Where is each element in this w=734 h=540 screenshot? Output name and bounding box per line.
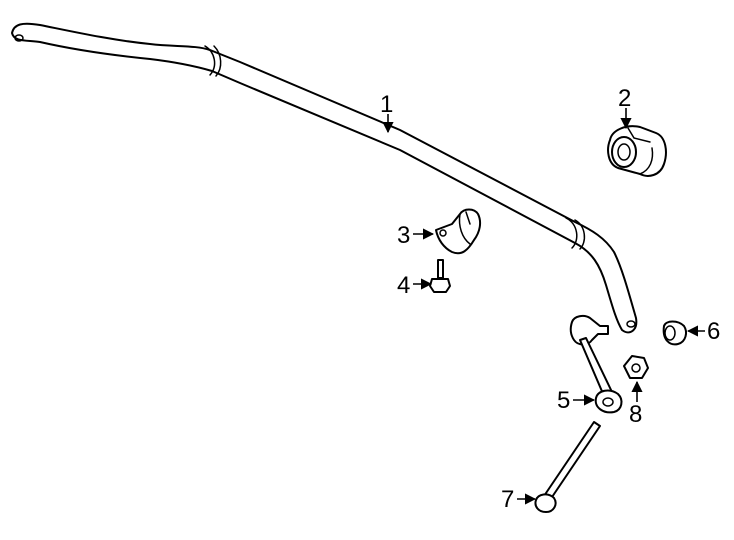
callout-8: 8 — [629, 380, 643, 428]
stabilizer-bar — [11, 22, 638, 334]
svg-text:7: 7 — [501, 486, 514, 513]
long-bolt — [534, 421, 601, 513]
callout-6: 6 — [686, 318, 720, 345]
link-nut — [662, 320, 687, 346]
stabilizer-link — [569, 314, 623, 414]
callout-1: 1 — [380, 91, 394, 134]
bushing-bracket — [435, 208, 482, 255]
svg-text:3: 3 — [397, 222, 410, 249]
callout-7: 7 — [501, 486, 537, 513]
svg-text:2: 2 — [618, 85, 631, 112]
svg-text:5: 5 — [557, 387, 570, 414]
callout-5: 5 — [557, 387, 596, 414]
callout-4: 4 — [397, 272, 433, 299]
bushing — [607, 125, 667, 177]
flange-nut — [623, 355, 649, 379]
svg-text:6: 6 — [707, 318, 720, 345]
callout-2: 2 — [618, 85, 632, 130]
svg-text:1: 1 — [380, 91, 393, 118]
callout-3: 3 — [397, 222, 435, 249]
svg-text:4: 4 — [397, 272, 410, 299]
bracket-bolt — [429, 259, 451, 293]
svg-text:8: 8 — [629, 401, 642, 428]
